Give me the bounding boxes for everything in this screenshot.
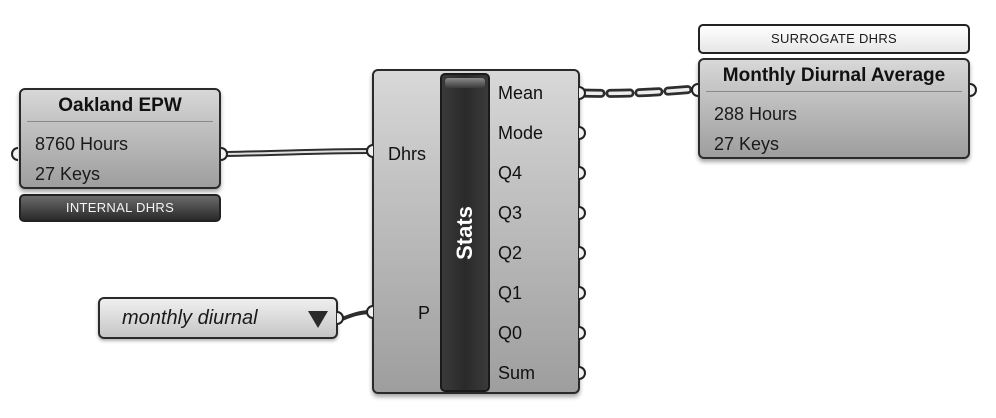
epw-panel-title: Oakland EPW bbox=[58, 95, 182, 116]
epw-output-grip[interactable] bbox=[221, 147, 228, 161]
output-q4-grip[interactable] bbox=[579, 166, 586, 180]
wire-mean-to-result[interactable] bbox=[576, 84, 700, 98]
output-sum-label[interactable]: Sum bbox=[498, 363, 536, 383]
input-p-label[interactable]: P bbox=[418, 303, 431, 323]
output-q0-label[interactable]: Q0 bbox=[498, 323, 523, 343]
epw-panel-divider bbox=[27, 121, 213, 122]
output-q3-label[interactable]: Q3 bbox=[498, 203, 523, 223]
input-dhrs-label[interactable]: Dhrs bbox=[388, 144, 427, 164]
output-mean-grip[interactable] bbox=[579, 86, 586, 100]
output-q0-grip[interactable] bbox=[579, 326, 586, 340]
epw-input-grip[interactable] bbox=[11, 147, 18, 161]
result-panel-title: Monthly Diurnal Average bbox=[722, 65, 946, 86]
result-panel-divider bbox=[706, 91, 962, 92]
output-mode-label[interactable]: Mode bbox=[498, 123, 544, 143]
epw-panel[interactable]: Oakland EPW 8760 Hours 27 Keys bbox=[19, 88, 221, 189]
result-input-grip[interactable] bbox=[691, 83, 698, 97]
stats-nickname-label: Stats bbox=[452, 205, 477, 260]
output-mean-label[interactable]: Mean bbox=[498, 83, 544, 103]
stats-nickname-highlight bbox=[445, 78, 485, 88]
stats-component[interactable]: Dhrs P Stats Mean Mode Q4 Q3 Q2 Q1 Q0 Su… bbox=[372, 69, 580, 394]
epw-tag-internal-dhrs: INTERNAL DHRS bbox=[19, 194, 221, 222]
value-list-output-grip[interactable] bbox=[337, 311, 344, 325]
wire-epw-to-dhrs[interactable] bbox=[225, 148, 374, 157]
result-tag-surrogate-dhrs: SURROGATE DHRS bbox=[698, 24, 970, 54]
output-q1-label[interactable]: Q1 bbox=[498, 283, 523, 303]
input-dhrs-grip[interactable] bbox=[366, 144, 373, 158]
result-panel[interactable]: Monthly Diurnal Average 288 Hours 27 Key… bbox=[698, 58, 970, 159]
epw-panel-hours: 8760 Hours bbox=[35, 134, 129, 154]
result-panel-hours: 288 Hours bbox=[714, 104, 798, 124]
result-panel-keys: 27 Keys bbox=[714, 134, 780, 154]
value-list[interactable]: monthly diurnal bbox=[98, 297, 338, 339]
output-q4-label[interactable]: Q4 bbox=[498, 163, 523, 183]
chevron-down-icon[interactable] bbox=[307, 309, 329, 329]
output-q3-grip[interactable] bbox=[579, 206, 586, 220]
output-q1-grip[interactable] bbox=[579, 286, 586, 300]
input-p-grip[interactable] bbox=[366, 305, 373, 319]
value-list-selected: monthly diurnal bbox=[122, 307, 258, 329]
output-mode-grip[interactable] bbox=[579, 126, 586, 140]
output-q2-label[interactable]: Q2 bbox=[498, 243, 523, 263]
stats-nickname-bar[interactable]: Stats bbox=[440, 73, 490, 392]
output-q2-grip[interactable] bbox=[579, 246, 586, 260]
epw-panel-keys: 27 Keys bbox=[35, 164, 101, 184]
output-sum-grip[interactable] bbox=[579, 366, 586, 380]
result-output-grip[interactable] bbox=[970, 83, 977, 97]
